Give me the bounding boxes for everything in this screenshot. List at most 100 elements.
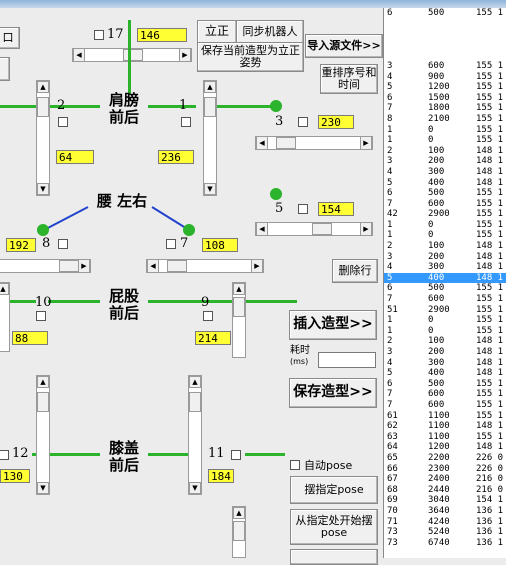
slider-thumb[interactable] [59, 260, 79, 272]
slider-thumb[interactable] [189, 392, 201, 412]
pose-list-row[interactable] [384, 19, 506, 30]
joint8-value[interactable]: 192 [6, 238, 36, 252]
slider-up-arrow-icon[interactable]: ▲ [37, 81, 49, 93]
joint7-value[interactable]: 108 [202, 238, 238, 252]
joint2-slider[interactable]: ▲ ▼ [36, 80, 50, 196]
joint11-checkbox[interactable] [231, 450, 241, 460]
joint5-value[interactable]: 154 [318, 202, 354, 216]
delete-row-button[interactable]: 删除行 [332, 259, 378, 283]
cut-off-bottom-button[interactable] [290, 549, 378, 565]
slider-thumb[interactable] [233, 297, 245, 317]
joint17-slider[interactable]: ◀ ▶ [72, 48, 192, 62]
auto-pose-checkbox[interactable] [290, 460, 300, 470]
slider-right-arrow-icon[interactable]: ▶ [78, 260, 90, 272]
joint12-slider[interactable]: ▲ ▼ [36, 375, 50, 495]
slider-right-arrow-icon[interactable]: ▶ [360, 137, 372, 149]
save-pose-button[interactable]: 保存造型>> [289, 378, 377, 408]
slider-left-arrow-icon[interactable]: ◀ [73, 49, 85, 61]
pose-list-row[interactable] [384, 29, 506, 40]
pose-list-row[interactable] [384, 40, 506, 51]
slider-thumb[interactable] [37, 97, 49, 117]
joint3-value[interactable]: 230 [318, 115, 354, 129]
joint2-checkbox[interactable] [58, 117, 68, 127]
joint10-checkbox[interactable] [36, 311, 46, 321]
pose-at-button[interactable]: 摆指定pose [290, 476, 378, 504]
slider-thumb[interactable] [233, 521, 245, 541]
joint12-value[interactable]: 130 [0, 469, 30, 483]
stand-button[interactable]: 立正 [197, 20, 237, 44]
joint2-value[interactable]: 64 [56, 150, 94, 164]
joint8-slider[interactable]: ▶ [0, 259, 91, 273]
reorder-button[interactable]: 重排序号和时间 [320, 64, 378, 94]
joint9-checkbox[interactable] [203, 311, 213, 321]
slider-down-arrow-icon[interactable]: ▼ [204, 183, 216, 195]
slider-right-arrow-icon[interactable]: ▶ [360, 223, 372, 235]
slider-up-arrow-icon[interactable]: ▲ [189, 376, 201, 388]
joint1-checkbox[interactable] [181, 117, 191, 127]
joint17-value[interactable]: 146 [137, 28, 187, 42]
joint10-value[interactable]: 88 [12, 331, 48, 345]
joint9-slider[interactable]: ▲ [232, 282, 246, 358]
joint5-slider[interactable]: ◀ ▶ [255, 222, 373, 236]
cut-off-button-2[interactable] [0, 57, 10, 81]
slider-thumb[interactable] [204, 97, 216, 117]
slider-left-arrow-icon[interactable]: ◀ [256, 137, 268, 149]
pose-list-row[interactable] [384, 50, 506, 61]
slider-thumb[interactable] [123, 49, 143, 61]
joint17-checkbox[interactable] [94, 30, 104, 40]
joint11-slider[interactable]: ▲ ▼ [188, 375, 202, 495]
slider-down-arrow-icon[interactable]: ▼ [189, 482, 201, 494]
sync-robot-button[interactable]: 同步机器人 [236, 20, 304, 44]
slider-up-arrow-icon[interactable]: ▲ [233, 507, 245, 519]
slider-thumb[interactable] [37, 392, 49, 412]
cut-off-button[interactable]: 口 [0, 27, 20, 49]
slider-right-arrow-icon[interactable]: ▶ [179, 49, 191, 61]
slider-thumb[interactable] [276, 137, 296, 149]
import-source-button[interactable]: 导入源文件>> [305, 34, 383, 58]
slider-down-arrow-icon[interactable]: ▼ [37, 183, 49, 195]
joint10-slider-partial[interactable]: ▲ [0, 282, 10, 352]
slider-left-arrow-icon[interactable]: ◀ [147, 260, 159, 272]
time-input[interactable] [318, 352, 376, 368]
joint9-value[interactable]: 214 [195, 331, 231, 345]
slider-up-arrow-icon[interactable]: ▲ [37, 376, 49, 388]
joint7-slider[interactable]: ◀ ▶ [146, 259, 264, 273]
slider-up-arrow-icon[interactable]: ▲ [204, 81, 216, 93]
joint1-value[interactable]: 236 [158, 150, 194, 164]
